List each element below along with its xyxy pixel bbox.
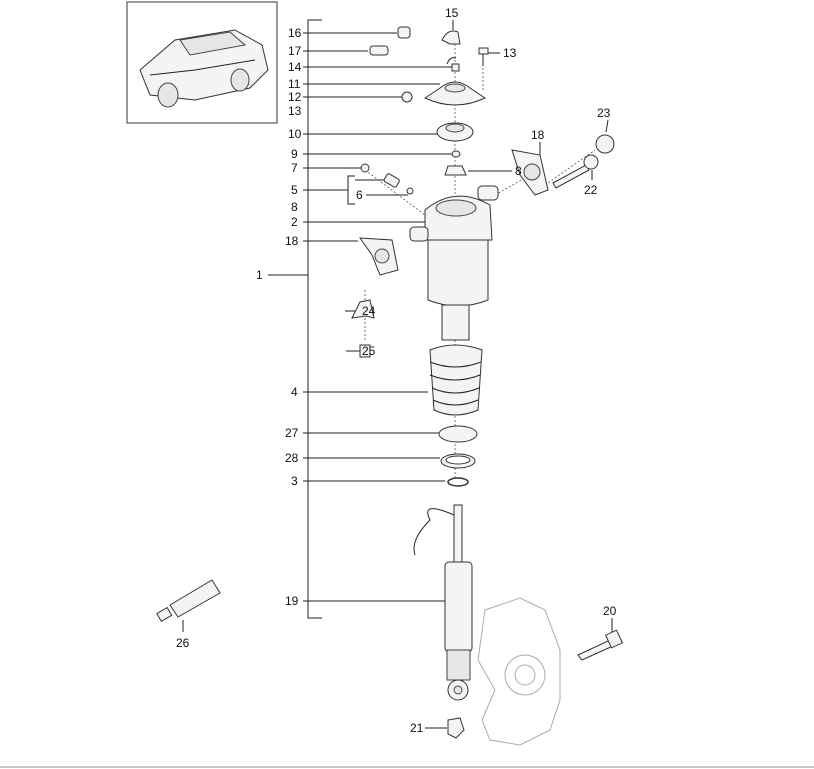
label-20[interactable]: 20 (603, 604, 617, 618)
label-3[interactable]: 3 (291, 474, 298, 488)
label-19[interactable]: 19 (285, 594, 299, 608)
label-5[interactable]: 5 (291, 183, 298, 197)
part-8-nut[interactable] (444, 165, 467, 176)
label-17[interactable]: 17 (288, 44, 302, 58)
label-23[interactable]: 23 (597, 106, 611, 120)
part-13-bolt[interactable] (478, 47, 489, 66)
part-7-cap[interactable] (360, 163, 370, 173)
part-10-bearing[interactable] (436, 122, 474, 142)
label-10[interactable]: 10 (288, 127, 302, 141)
part-22-bolt[interactable] (552, 154, 599, 189)
label-13[interactable]: 13 (288, 104, 302, 118)
label-8-right[interactable]: 8 (515, 164, 522, 178)
part-labels: 16 17 14 11 12 13 10 9 7 5 6 8 2 18 1 24… (176, 6, 617, 735)
part-19-shock-absorber[interactable] (413, 504, 473, 701)
assembly-bracket (307, 19, 322, 619)
label-24[interactable]: 24 (362, 304, 376, 318)
label-25[interactable]: 25 (362, 344, 376, 358)
part-12-nut[interactable] (401, 91, 413, 103)
label-13-right[interactable]: 13 (503, 46, 517, 60)
part-21-nut[interactable] (447, 717, 465, 739)
part-18-bushing-bracket[interactable] (358, 149, 549, 276)
label-14[interactable]: 14 (288, 60, 302, 74)
label-1[interactable]: 1 (256, 268, 263, 282)
label-18-right[interactable]: 18 (531, 128, 545, 142)
part-24-clip[interactable] (351, 299, 375, 319)
part-9-washer[interactable] (451, 150, 461, 158)
label-27[interactable]: 27 (285, 426, 299, 440)
leader-lines (182, 20, 613, 729)
part-20-bolt[interactable] (577, 629, 624, 661)
part-11-top-mount[interactable] (423, 81, 487, 106)
label-28[interactable]: 28 (285, 451, 299, 465)
label-6[interactable]: 6 (356, 188, 363, 202)
part-17-valve[interactable] (369, 45, 389, 56)
label-21[interactable]: 21 (410, 721, 424, 735)
label-15[interactable]: 15 (445, 6, 459, 20)
label-22[interactable]: 22 (584, 183, 598, 197)
label-4[interactable]: 4 (291, 385, 298, 399)
label-9[interactable]: 9 (291, 147, 298, 161)
part-16-valve[interactable] (397, 26, 411, 39)
vehicle-thumbnail[interactable] (126, 1, 278, 124)
part-6-valve[interactable] (383, 173, 414, 195)
part-14-line[interactable] (446, 57, 460, 72)
part-28-seal-ring[interactable] (440, 453, 476, 469)
label-26[interactable]: 26 (176, 636, 190, 650)
part-4-dust-boot[interactable] (429, 344, 483, 416)
label-8[interactable]: 8 (291, 200, 298, 214)
part-25-bolt[interactable] (359, 344, 371, 358)
part-23-cap[interactable] (595, 134, 615, 154)
label-12[interactable]: 12 (288, 90, 302, 104)
wheel-carrier-reference (477, 597, 561, 746)
part-2-air-spring[interactable] (409, 185, 499, 341)
part-15-hose-clip[interactable] (441, 30, 461, 45)
part-27-ring-nut[interactable] (438, 425, 478, 443)
label-2[interactable]: 2 (291, 215, 298, 229)
part-3-o-ring[interactable] (447, 477, 469, 487)
label-16[interactable]: 16 (288, 26, 302, 40)
label-18[interactable]: 18 (285, 234, 299, 248)
label-7[interactable]: 7 (291, 161, 298, 175)
label-11[interactable]: 11 (288, 77, 301, 91)
part-26-grease-tube[interactable] (156, 579, 221, 623)
